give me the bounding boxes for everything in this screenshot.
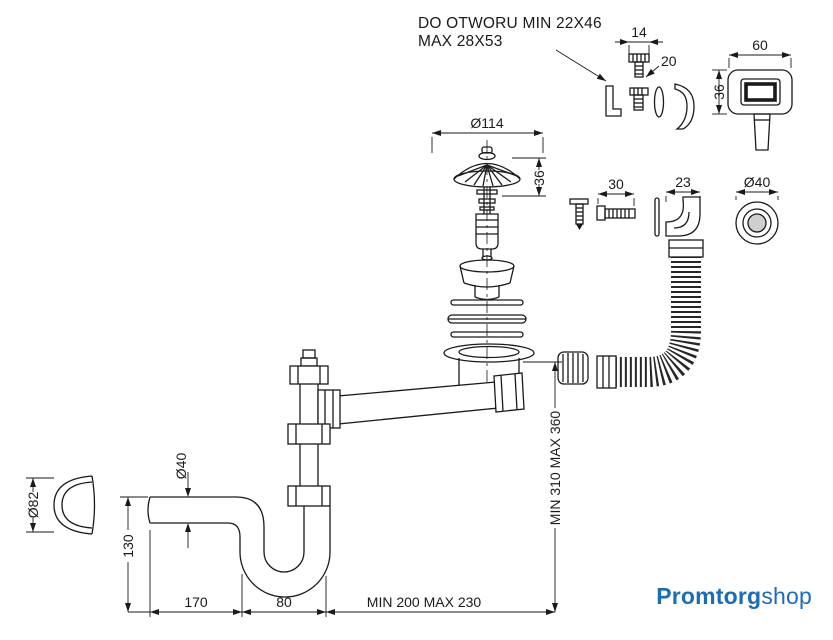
oval-gasket: [653, 86, 665, 118]
flat-gasket: [654, 197, 660, 237]
promtorgshop-logo: Promtorgshop: [656, 583, 812, 610]
overflow-fixing-parts: [605, 53, 695, 130]
slanted-pipe: [337, 381, 499, 425]
dim-outlet-height: 130: [120, 534, 136, 558]
dim-elbow-width: 23: [675, 174, 691, 190]
overflow-cover: [727, 69, 793, 151]
dim-screw-len: 20: [661, 53, 677, 69]
pipe-nut-mid: [287, 423, 331, 445]
dim-trap-width: 80: [276, 594, 292, 610]
small-parts-row: [569, 196, 779, 245]
drawing-parts: [53, 53, 793, 598]
outlet-pipe-assembly: [287, 349, 525, 507]
hole-note-line1: DO OTWORU MIN 22X46: [418, 15, 602, 32]
dim-screw-head: 14: [631, 24, 647, 40]
hole-note-line2: MAX 28X53: [418, 33, 503, 50]
u-trap: [147, 496, 331, 598]
dim-bolt-length: 30: [608, 176, 624, 192]
bracket-part: [605, 85, 622, 117]
tee-nut: [317, 389, 341, 429]
logo-text-secondary: shop: [761, 583, 812, 609]
round-nut: [735, 201, 779, 245]
gasket-stack: [447, 299, 527, 338]
dim-overflow-height: 36: [711, 84, 727, 100]
dim-outlet-length: 170: [184, 594, 208, 610]
dim-horizontal-reach: MIN 200 MAX 230: [367, 594, 482, 610]
dim-overflow-width: 60: [752, 37, 768, 53]
knurled-nut: [557, 351, 589, 385]
bolt-head: [596, 205, 606, 221]
corrugated-hose: [596, 239, 704, 389]
strainer: [453, 146, 521, 301]
logo-text-primary: Promtorg: [656, 583, 762, 609]
round-cover: [53, 475, 96, 535]
dim-nut-diameter: Ø40: [744, 174, 771, 190]
dim-cover-diameter: Ø82: [25, 492, 41, 519]
screw-head: [569, 198, 589, 205]
curved-cap: [674, 83, 695, 130]
pipe-nut-top: [289, 365, 329, 385]
drain-pipe-nut: [493, 372, 525, 413]
barb-adapter: [302, 349, 316, 359]
strainer-basket: [475, 213, 499, 250]
dim-height-range: MIN 310 MAX 360: [547, 411, 563, 526]
dimension-lines: [26, 39, 792, 617]
dim-strainer-diameter: Ø114: [470, 115, 503, 131]
elbow-fitting: [665, 196, 701, 237]
dim-strainer-height: 36: [531, 170, 547, 186]
pipe-nut-low: [287, 485, 331, 507]
dim-pipe-diameter: Ø40: [173, 453, 189, 480]
